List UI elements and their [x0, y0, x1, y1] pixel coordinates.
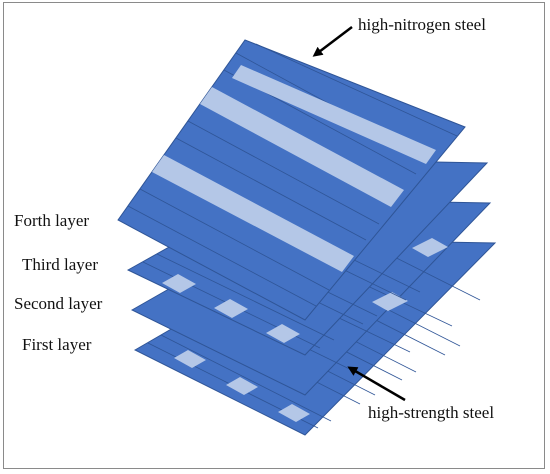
label-second-layer: Second layer: [14, 294, 103, 313]
label-high-nitrogen-steel: high-nitrogen steel: [358, 15, 486, 34]
label-third-layer: Third layer: [22, 255, 98, 274]
label-forth-layer: Forth layer: [14, 211, 89, 230]
bottom-material-arrow: [347, 366, 406, 402]
light-strip-1: [152, 155, 354, 272]
forth-layer: [117, 39, 466, 321]
label-first-layer: First layer: [22, 335, 92, 354]
light-strip-2: [200, 87, 404, 207]
label-high-strength-steel: high-strength steel: [368, 403, 494, 422]
first-layer-light-strips: [174, 350, 310, 422]
forth-layer-plate: [117, 39, 466, 321]
top-material-arrow: [312, 26, 353, 57]
third-layer-light-strips: [162, 274, 300, 343]
forth-layer-light-strips: [152, 65, 436, 272]
light-strip-3: [232, 65, 436, 164]
